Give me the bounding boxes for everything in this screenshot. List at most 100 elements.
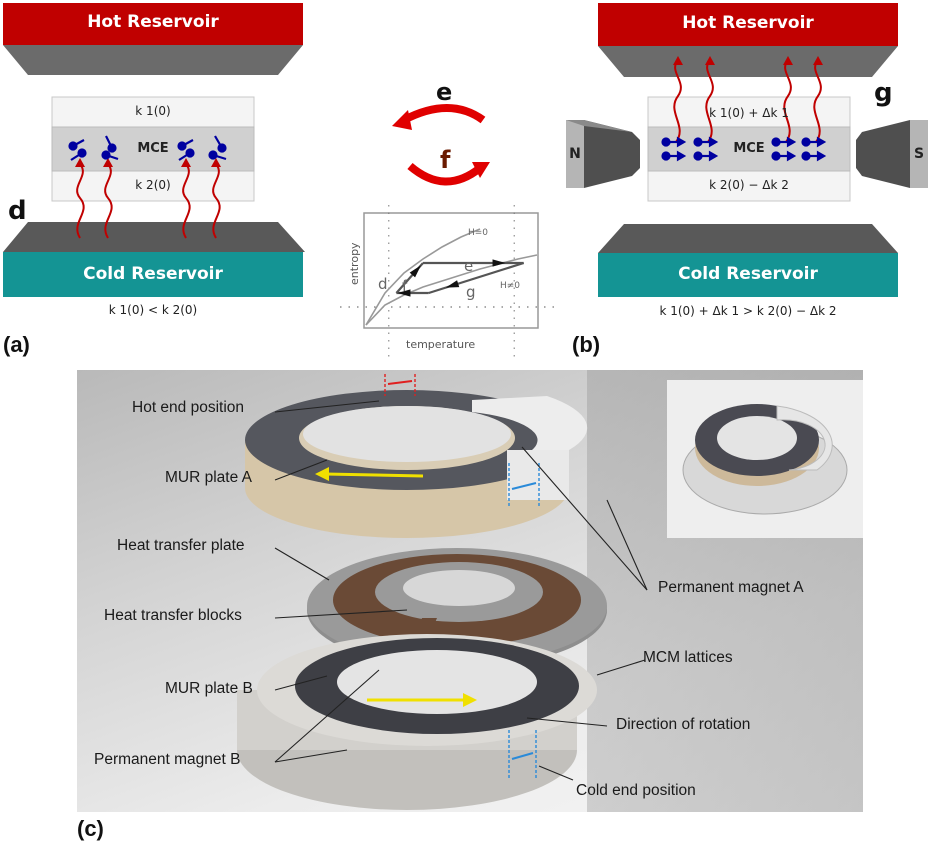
mce-layer [647, 126, 851, 172]
leader-magnet-a-2 [606, 499, 648, 591]
magnet-s-label: S [913, 146, 925, 162]
spin-arrowhead [676, 136, 687, 148]
cold-reservoir-plate [3, 222, 305, 252]
step-letter-d: d [8, 196, 27, 226]
leader-lines [274, 400, 648, 781]
condition-label: k 1(0) < k 2(0) [108, 303, 198, 317]
cold-reservoir-block [598, 253, 898, 297]
magnet-north [566, 120, 640, 188]
cycle-label-f: f [440, 146, 451, 174]
leader-magnet-b-1 [274, 669, 380, 763]
x-axis-label: temperature [406, 338, 475, 351]
heat-flow-arrows [673, 59, 822, 143]
hot-reservoir-label: Hot Reservoir [682, 13, 814, 33]
panel-a-graphic [3, 3, 305, 297]
label-hot-end-position: Hot end position [132, 399, 245, 416]
hot-reservoir-block [598, 3, 898, 46]
heat-arrow [76, 163, 85, 239]
cold-end-marker-bottom [508, 730, 537, 780]
cycle-arrows [392, 104, 490, 186]
heat-arrowheads [75, 158, 221, 167]
spin-arrowhead [708, 136, 719, 148]
layer-bottom-label: k 2(0) − Δk 2 [709, 178, 789, 192]
step-label-e: e [464, 257, 473, 275]
step-label-f: f [402, 277, 408, 295]
spins-disordered [68, 135, 227, 161]
cycle-step-g [428, 261, 525, 295]
series-label-hne0: H≠0 [500, 281, 520, 291]
step-label-d: d [378, 275, 388, 293]
mur-plate-b-assembly [237, 634, 597, 810]
series-curve-hne0 [365, 254, 538, 326]
cold-reservoir-block [3, 252, 303, 297]
hot-reservoir-label: Hot Reservoir [87, 12, 219, 32]
ts-diagram: entropy temperature H=0 H≠0 d e g f [340, 205, 560, 360]
spin-arrowhead [786, 150, 797, 162]
spin-arrowhead [816, 150, 827, 162]
mur-plate-a [245, 390, 588, 538]
step-label-g: g [466, 283, 476, 301]
arrowhead-f [472, 162, 490, 178]
series-curve-h0 [365, 228, 481, 326]
series-label-h0: H=0 [468, 228, 488, 238]
heat-arrow [813, 59, 822, 143]
leader-heat-blocks [274, 609, 408, 619]
label-mcm-lattices: MCM lattices [643, 649, 733, 666]
spin-arrowhead [816, 136, 827, 148]
spin-arrowhead [676, 150, 687, 162]
panel-a: Hot Reservoir Cold Reservoir k 1(0) MCE … [0, 0, 310, 360]
label-mur-plate-a: MUR plate A [165, 469, 253, 486]
leader-mur-a [274, 459, 328, 481]
leader-hot-end [274, 400, 380, 413]
heat-flow-arrows [76, 163, 221, 239]
panel-c-graphic [237, 370, 863, 812]
panel-center: e f entropy temperature H=0 H≠0 d e g f [340, 70, 560, 360]
mce-label: MCE [137, 141, 169, 156]
label-cold-end-position: Cold end position [576, 782, 696, 799]
heat-arrow [783, 59, 792, 143]
step-letter-g: g [874, 78, 893, 108]
cycle-arrow-f [407, 162, 483, 186]
panel-label-a: (a) [3, 332, 30, 357]
layer-top-label: k 1(0) + Δk 1 [709, 106, 789, 120]
spin-arrowhead [708, 150, 719, 162]
heat-arrowheads [673, 56, 823, 65]
arrowhead-e [392, 110, 412, 130]
panel-c: Hot end position MUR plate A Heat transf… [77, 370, 863, 812]
heat-arrow [182, 163, 191, 239]
cycle-arrow-e [402, 104, 486, 124]
leader-cold-end [538, 765, 574, 781]
panel-label-b: (b) [572, 332, 601, 357]
heat-arrow [673, 59, 682, 143]
magnet-n-label: N [569, 146, 581, 162]
hot-reservoir-block [3, 3, 303, 45]
label-permanent-magnet-a: Permanent magnet A [658, 579, 804, 596]
mce-label: MCE [733, 141, 765, 156]
magnet-south [856, 120, 928, 188]
layer-bottom-label: k 2(0) [135, 178, 171, 192]
label-heat-transfer-plate: Heat transfer plate [117, 537, 245, 554]
label-direction-of-rotation: Direction of rotation [616, 716, 751, 733]
cycle-arrowhead-g [445, 280, 460, 288]
panel-label-c: (c) [77, 816, 104, 841]
label-mur-plate-b: MUR plate B [165, 680, 253, 697]
leader-rotation [526, 717, 608, 727]
spin-arrowhead [786, 136, 797, 148]
cycle-arrowhead-f [397, 289, 411, 297]
cold-reservoir-plate [598, 224, 898, 253]
cycle-arrowhead-d [409, 265, 421, 278]
heat-arrow [705, 59, 714, 143]
heat-arrow [212, 163, 221, 239]
hot-end-marker [384, 374, 416, 396]
cycle-label-e: e [436, 78, 453, 106]
cold-reservoir-label: Cold Reservoir [678, 264, 818, 284]
cold-end-marker-top [508, 463, 540, 508]
hot-reservoir-plate [598, 46, 898, 77]
layer-top-label: k 1(0) [135, 104, 171, 118]
leader-mcm [596, 659, 646, 676]
panel-b-graphic [566, 3, 928, 297]
label-permanent-magnet-b: Permanent magnet B [94, 751, 241, 768]
heat-arrow [104, 163, 113, 239]
leader-magnet-a-1 [521, 446, 648, 591]
spins-aligned [661, 136, 827, 162]
